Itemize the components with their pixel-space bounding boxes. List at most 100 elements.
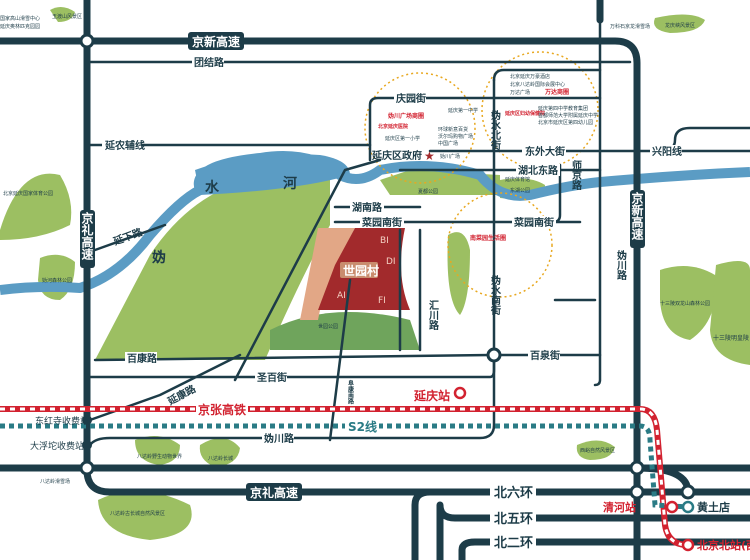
road-label: 圣百街 xyxy=(257,371,287,384)
park-label: 北京延庆国家体育公园 xyxy=(3,190,53,197)
park-label: 东湖公园 xyxy=(510,187,530,194)
road-label: 师京路 xyxy=(570,159,582,191)
road-label: 阜康南路 xyxy=(347,379,355,405)
highway-label: 京礼高速 xyxy=(250,485,298,500)
highway-label: 北六环 xyxy=(494,485,533,501)
toll-label: 大浮坨收费站 xyxy=(30,440,84,452)
station-icon[interactable] xyxy=(681,538,695,552)
road-label: 团结路 xyxy=(194,56,225,69)
project-label[interactable]: 世园村 xyxy=(343,263,379,278)
poi-label: 国家高山滑雪中心 xyxy=(0,15,40,22)
poi-label: 环球新意百货 xyxy=(438,126,468,133)
park-area xyxy=(710,261,750,365)
poi-label: 北京八达岭国际会展中心 xyxy=(510,81,565,88)
interchange xyxy=(680,484,696,500)
station-label[interactable]: 黄土店 xyxy=(697,500,730,514)
poi-label: 万达广场 xyxy=(510,89,530,96)
poi-label: 延庆体育馆 xyxy=(505,176,530,183)
biz-label: 妫川广场商圈 xyxy=(388,112,424,120)
highway-label: 北二环 xyxy=(494,536,533,551)
interchange xyxy=(629,484,645,500)
road-label: 百泉街 xyxy=(530,349,560,362)
station-label[interactable]: 延庆站 xyxy=(413,388,450,403)
rail-label: 京张高铁 xyxy=(198,402,246,417)
road-label: 妫川路 xyxy=(264,432,295,445)
highway-label: 北五环 xyxy=(494,512,533,527)
plot-label: AI xyxy=(337,291,346,301)
biz-circle xyxy=(364,72,476,184)
park-label: 龙庆峡风景区 xyxy=(665,22,695,29)
label-bg xyxy=(80,210,95,268)
station-icon[interactable] xyxy=(453,386,467,400)
road-label: 延农辅线 xyxy=(104,139,145,152)
park-label: 八达岭野生动物世界 xyxy=(137,453,182,460)
label-bg xyxy=(188,32,244,50)
star-icon: ★ xyxy=(424,149,435,163)
park-label: 西峪自然风景区 xyxy=(580,447,615,454)
toll-label: 东红寺收费站 xyxy=(35,415,89,427)
hospital-label: 北京延庆医院 xyxy=(378,123,408,130)
park-label: 夏都公园 xyxy=(418,189,438,195)
landmark-label: 延庆区政府 xyxy=(371,149,422,162)
park-area xyxy=(0,173,72,240)
jingzhang-rail-dash xyxy=(0,407,689,547)
interchange xyxy=(79,460,95,476)
interchange xyxy=(79,33,95,49)
road-label: 庆园街 xyxy=(395,92,426,105)
biz-label: 南菜园生活圈 xyxy=(470,234,506,242)
poi-label: 北京延庆万豪酒店 xyxy=(510,73,550,80)
guishui-lake xyxy=(195,154,350,195)
toll-icon xyxy=(82,415,92,425)
label-bg xyxy=(490,534,536,550)
label-bg xyxy=(246,483,302,501)
station-label[interactable]: 北京北站(西直 xyxy=(697,538,750,552)
park-label: 世园公园 xyxy=(318,323,338,330)
river-label: 水 xyxy=(205,179,220,196)
label-bg xyxy=(490,484,536,500)
station-label[interactable]: 清河站 xyxy=(603,500,636,514)
poi-label: 延庆区第一小学 xyxy=(385,135,420,142)
road-label: 兴阳线 xyxy=(652,145,682,158)
park-area xyxy=(199,438,240,467)
park-area xyxy=(660,266,716,340)
road-label: 菜园南街 xyxy=(361,216,402,229)
poi-label: 延庆第四中学教育集团 xyxy=(538,105,588,112)
road-labels: 团结路 延农辅线 延下路 庆园街 东外大街 兴阳线 湖北东路 湖南路 菜园南街 … xyxy=(102,56,682,445)
interchange xyxy=(486,347,502,363)
road-label: 妫水南街 xyxy=(489,274,502,316)
park-area xyxy=(447,232,470,315)
poi-label: 延庆第一中学 xyxy=(448,107,478,114)
toll-icon xyxy=(82,440,92,450)
station-icon[interactable] xyxy=(681,500,695,514)
river-label: 河 xyxy=(283,175,297,192)
road-label: 湖南路 xyxy=(352,201,383,214)
rail-label: S2线 xyxy=(348,419,377,434)
station-icon[interactable] xyxy=(665,500,679,514)
park-area xyxy=(270,312,420,350)
park-label: 妫河森林公园 xyxy=(42,277,72,284)
park-area xyxy=(98,491,192,540)
hospital-label: 延庆区妇幼保健院 xyxy=(504,110,545,117)
label-bg xyxy=(490,510,536,526)
jingzhang-rail xyxy=(0,406,689,548)
park-label: 八达岭长城 xyxy=(208,455,233,462)
label-bg xyxy=(630,190,645,248)
plot-label: DI xyxy=(386,257,396,267)
road-label: 东外大街 xyxy=(525,145,565,158)
poi-label: 万科石京龙滑雪场 xyxy=(610,23,650,30)
s2-rail xyxy=(0,423,689,510)
park-label: 十三陵明皇陵 xyxy=(713,334,749,342)
road-label: 妫水北街 xyxy=(489,109,502,151)
road-label: 菜园南街 xyxy=(513,216,554,229)
park-label: 八达岭古长城自然风景区 xyxy=(110,510,165,517)
biz-circle xyxy=(447,192,553,298)
highway-label: 京新高速 xyxy=(192,34,240,49)
biz-label: 万达商圈 xyxy=(544,88,569,96)
highway-label: 京新高速 xyxy=(630,191,644,241)
road-label: 百康路 xyxy=(127,352,158,365)
road-label: 妫川路 xyxy=(615,249,628,281)
poi-label: 北京市延庆区第四幼儿园 xyxy=(538,119,593,126)
poi-label: 八达岭滑雪场 xyxy=(40,478,70,485)
